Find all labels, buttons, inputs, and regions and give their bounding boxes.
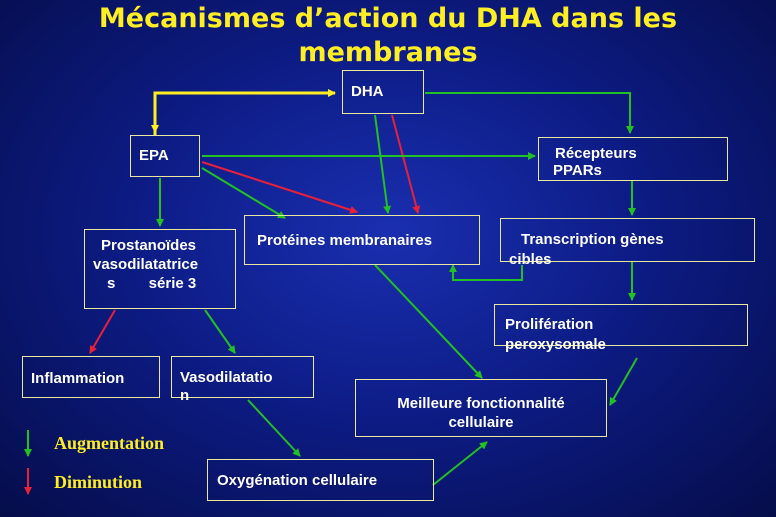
- arrow-proteines-to-meilleure: [374, 264, 483, 379]
- node-proliferation-line2: peroxysomale: [505, 336, 606, 353]
- arrow-oxygenation-to-meilleure: [432, 441, 488, 486]
- arrow-epa-to-dha: [153, 89, 336, 135]
- node-recepteurs: Récepteurs PPARs: [538, 137, 728, 181]
- node-oxygenation-label: Oxygénation cellulaire: [217, 472, 378, 489]
- node-inflammation-label: Inflammation: [31, 370, 125, 387]
- node-proteines: Protéines membranaires: [244, 215, 480, 265]
- node-dha-label: DHA: [351, 83, 384, 100]
- arrow-dha-to-proteines-green: [374, 114, 392, 214]
- node-inflammation: Inflammation: [22, 356, 160, 398]
- arrow-transcription-to-proteines: [449, 264, 523, 281]
- node-epa-label: EPA: [139, 147, 169, 164]
- node-vasodilatation: Vasodilatatio n: [171, 356, 314, 404]
- node-meilleure-line1: Meilleure fonctionnalité: [397, 395, 565, 412]
- node-meilleure: Meilleure fonctionnalité cellulaire: [355, 379, 607, 437]
- node-vasodilatation-line2: n: [180, 387, 190, 404]
- node-proteines-label: Protéines membranaires: [257, 232, 433, 249]
- node-epa: EPA: [130, 135, 200, 177]
- node-meilleure-line2: cellulaire: [448, 414, 514, 431]
- arrow-dha-to-recepteurs: [425, 92, 634, 134]
- arrow-prostanoides-to-inflammation: [89, 309, 116, 354]
- arrow-epa-to-proteines-green: [201, 167, 286, 219]
- node-vasodilatation-line1: Vasodilatatio: [180, 369, 273, 386]
- node-dha: DHA: [342, 70, 424, 114]
- node-oxygenation: Oxygénation cellulaire: [207, 459, 434, 501]
- arrow-dha-to-proteines-red: [391, 114, 421, 214]
- node-transcription-line1: Transcription gènes: [521, 231, 664, 248]
- node-proliferation: Prolifération peroxysomale: [494, 304, 748, 353]
- title-line-2: membranes: [298, 37, 478, 68]
- node-prostanoides-line3: s série 3: [107, 275, 197, 292]
- node-proliferation-line1: Prolifération: [505, 316, 594, 333]
- diagram-title: Mécanismes d’action du DHA dans les memb…: [0, 2, 776, 70]
- node-recepteurs-line1: Récepteurs: [555, 145, 637, 162]
- arrow-epa-to-proteines-red: [201, 161, 358, 214]
- node-transcription-line2: cibles: [509, 251, 552, 268]
- title-line-1: Mécanismes d’action du DHA dans les: [98, 3, 678, 34]
- node-transcription: Transcription gènes cibles: [500, 218, 755, 268]
- arrow-prostanoides-to-vasodilatation: [204, 309, 236, 354]
- node-prostanoides-line1: Prostanoïdes: [101, 237, 197, 254]
- node-prostanoides: Prostanoïdes vasodilatatrice s série 3: [84, 229, 236, 309]
- arrow-proliferation-to-meilleure: [609, 357, 638, 406]
- node-prostanoides-line2: vasodilatatrice: [93, 256, 199, 273]
- node-recepteurs-line2: PPARs: [553, 162, 602, 179]
- arrow-vasodilatation-to-oxygenation: [247, 399, 301, 457]
- legend-diminution: Diminution: [54, 472, 143, 492]
- legend-augmentation: Augmentation: [54, 433, 165, 453]
